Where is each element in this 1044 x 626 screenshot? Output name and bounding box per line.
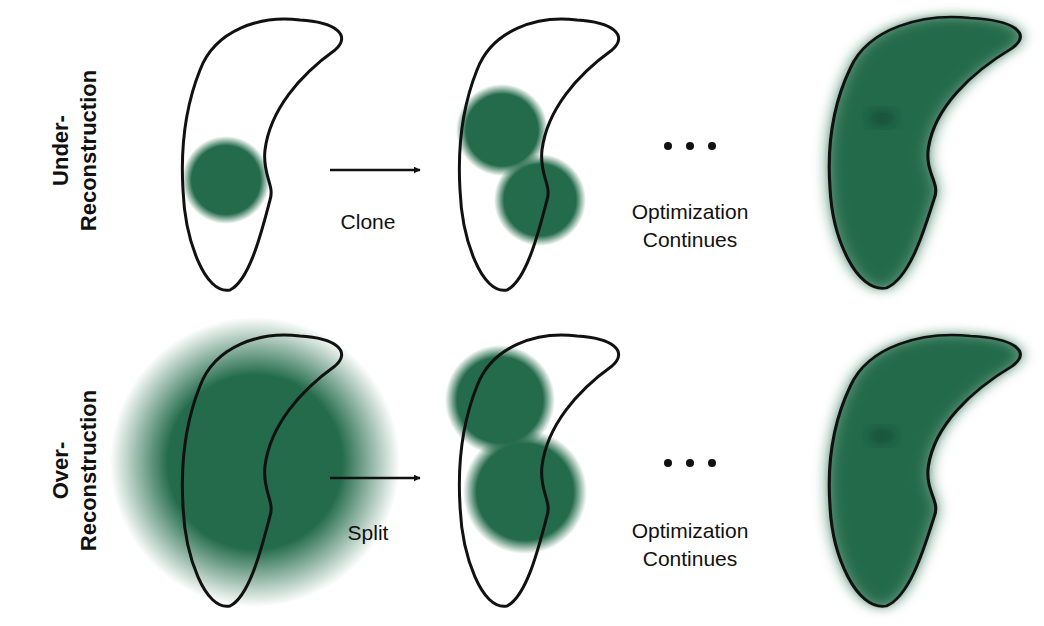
ellipsis-dots [664,142,716,467]
gaussian [110,317,587,607]
fitted-gaussians [829,335,1020,606]
operation-label: Clone [341,208,396,236]
overlap [868,110,896,126]
step-note: Optimization Continues [632,517,749,574]
object-outline [182,17,1020,606]
row-label: Under- Reconstruction [48,69,103,230]
operation-label: Split [348,519,389,547]
gaussian [182,84,586,246]
step-arrow [330,170,420,478]
overlap [868,428,896,444]
row-label: Over- Reconstruction [48,389,103,550]
step-note: Optimization Continues [632,198,749,255]
fitted-gaussians [829,17,1020,288]
